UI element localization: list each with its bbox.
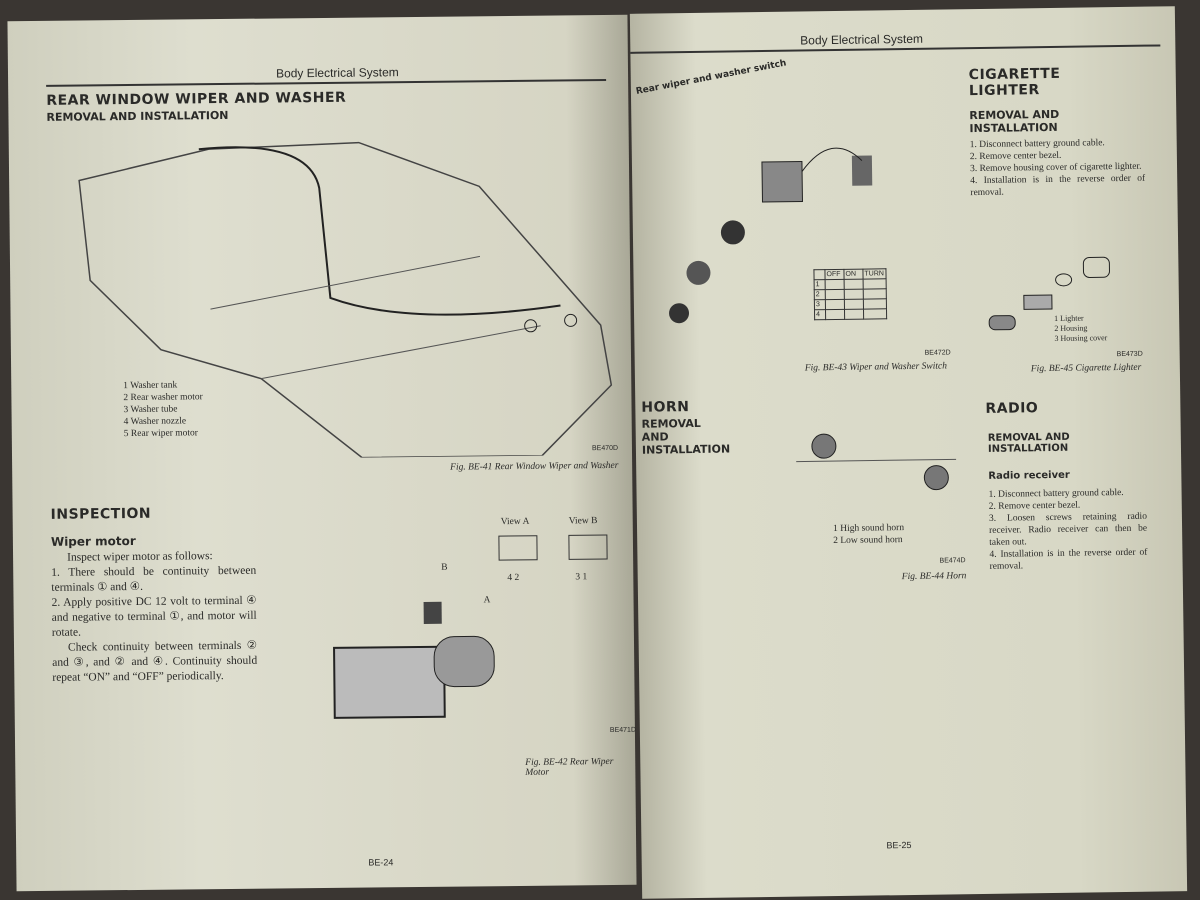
legend-item: 4 Washer nozzle <box>123 416 187 428</box>
legend-item: 5 Rear wiper motor <box>123 428 198 440</box>
view-a-terminals: 4 2 <box>507 572 520 584</box>
cigarette-subheading: REMOVAL AND INSTALLATION <box>969 107 1060 136</box>
legend-item: 3 Washer tube <box>123 404 178 416</box>
figure-code: BE470D <box>591 444 619 453</box>
figure-code: BE473D <box>1116 350 1143 359</box>
cigarette-lighter-diagram <box>988 256 1110 331</box>
radio-receiver-heading: Radio receiver <box>988 469 1070 482</box>
page-number: BE-25 <box>886 839 912 851</box>
step: 4. Installation is in the reverse order … <box>989 547 1148 572</box>
cigarette-lighter-heading: CIGARETTE LIGHTER <box>968 65 1061 100</box>
figure-caption: Fig. BE-41 Rear Window Wiper and Washer <box>450 460 619 473</box>
figure-caption: Fig. BE-42 Rear Wiper Motor <box>525 756 614 778</box>
view-a-label: View A <box>500 516 530 528</box>
section-subtitle: REMOVAL AND INSTALLATION <box>46 108 229 124</box>
page-header: Body Electrical System <box>800 31 924 48</box>
paragraph: Check continuity between terminals ② and… <box>52 639 258 684</box>
step: 3. Loosen screws retaining radio receive… <box>988 511 1148 548</box>
wiper-motor-heading: Wiper motor <box>50 533 136 549</box>
connector-views <box>498 534 608 561</box>
switch-diagram <box>669 147 873 324</box>
legend-item: 1 Washer tank <box>123 380 178 392</box>
legend-item: 3 Housing cover <box>1054 333 1108 343</box>
figure-code: BE472D <box>924 349 951 357</box>
section-title: REAR WINDOW WIPER AND WASHER <box>46 89 347 109</box>
radio-subheading: REMOVAL AND INSTALLATION <box>987 431 1070 455</box>
section-title: Rear wiper and washer switch <box>635 58 788 97</box>
figure-code: BE474D <box>939 557 966 565</box>
right-page: Body Electrical System Rear wiper and wa… <box>629 6 1188 899</box>
car-body-diagram <box>78 141 613 459</box>
horn-diagram <box>796 433 957 491</box>
legend-item: 2 Low sound horn <box>833 535 903 547</box>
paragraph: 2. Apply positive DC 12 volt to terminal… <box>51 594 257 639</box>
view-b-label: View B <box>568 516 598 527</box>
figure-caption: Fig. BE-44 Horn <box>901 571 967 583</box>
horn-subheading: REMOVAL AND INSTALLATION <box>641 416 731 457</box>
paragraph: 1. There should be continuity between te… <box>51 564 257 594</box>
radio-heading: RADIO <box>985 400 1039 417</box>
view-b-terminals: 3 1 <box>575 572 588 583</box>
page-number: BE-24 <box>368 857 394 868</box>
horn-heading: HORN <box>641 399 690 416</box>
label-b: B <box>441 562 448 573</box>
legend-item: 1 High sound horn <box>832 523 905 535</box>
figure-caption: Fig. BE-43 Wiper and Washer Switch <box>804 361 948 374</box>
figure-caption: Fig. BE-45 Cigarette Lighter <box>1030 362 1142 375</box>
left-page: Body Electrical System REAR WINDOW WIPER… <box>7 14 637 892</box>
step: 1. Disconnect battery ground cable. <box>988 488 1124 500</box>
page-header: Body Electrical System <box>275 65 399 81</box>
inspection-heading: INSPECTION <box>50 505 152 523</box>
figure-code: BE471D <box>609 726 637 734</box>
step: 4. Installation is in the reverse order … <box>970 173 1146 199</box>
legend-item: 2 Rear washer motor <box>123 392 203 404</box>
wiper-motor-diagram <box>333 601 495 719</box>
